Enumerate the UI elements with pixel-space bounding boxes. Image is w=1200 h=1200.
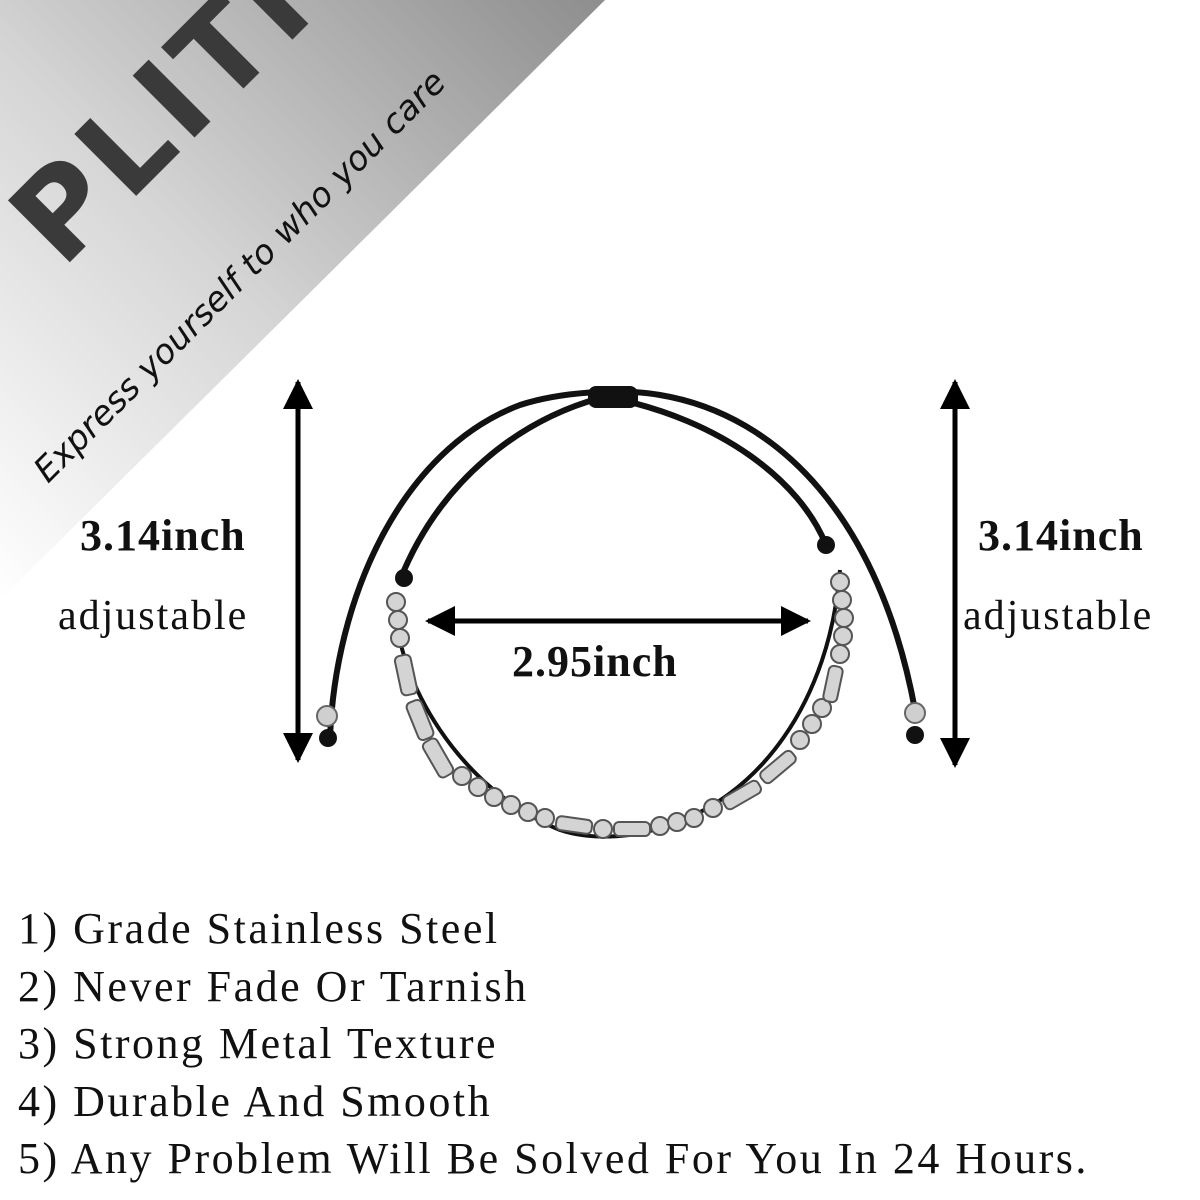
feature-item: 1) Grade Stainless Steel xyxy=(18,904,500,953)
bracelet-icon xyxy=(316,386,926,839)
feature-item: 2) Never Fade Or Tarnish xyxy=(18,961,529,1011)
feature-item: 4) Durable And Smooth xyxy=(18,1076,493,1126)
feature-list: 1) Grade Stainless Steel 2) Never Fade O… xyxy=(18,900,1089,1188)
feature-item: 5) Any Problem Will Be Solved For You In… xyxy=(18,1134,1089,1183)
feature-item: 3) Strong Metal Texture xyxy=(18,1019,499,1068)
right-adjustable-label: adjustable xyxy=(963,593,1154,639)
width-label: 2.95inch xyxy=(512,637,678,686)
right-height-label: 3.14inch xyxy=(978,511,1144,560)
left-adjustable-label: adjustable xyxy=(58,593,249,639)
left-height-label: 3.14inch xyxy=(80,511,246,560)
